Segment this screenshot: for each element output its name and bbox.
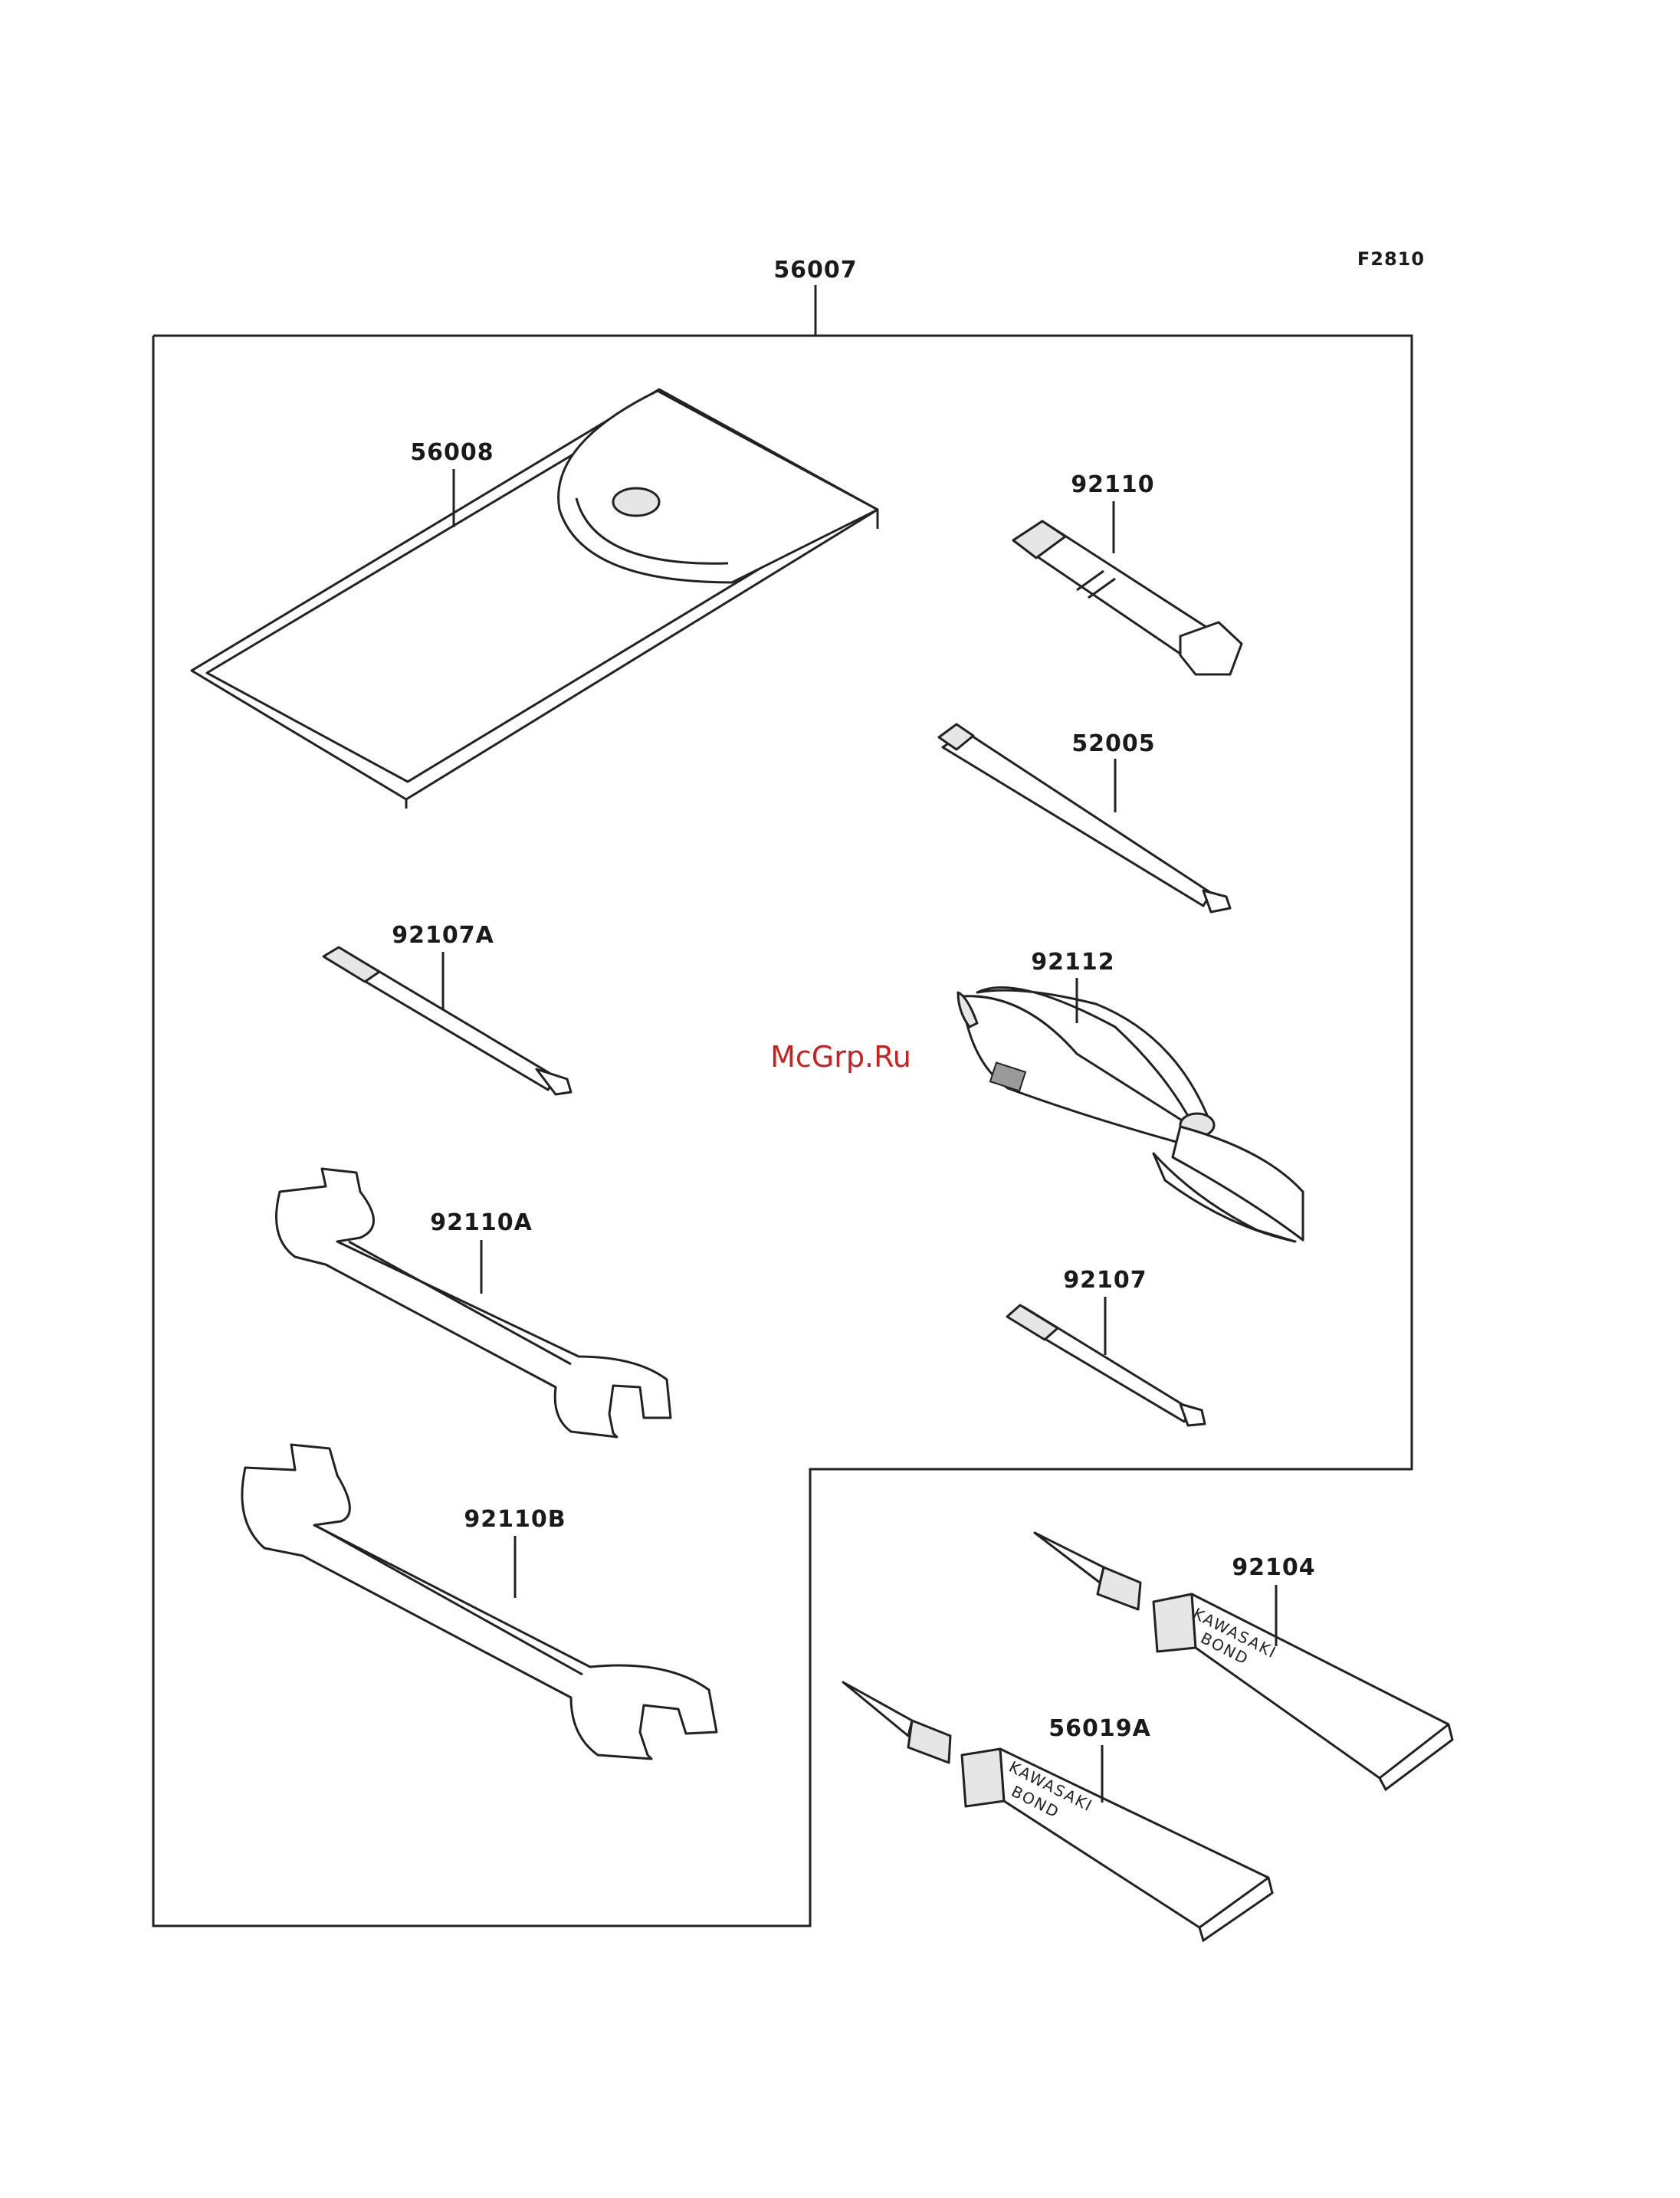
label-bond-tube: 92104 — [1232, 1554, 1315, 1581]
label-screwdriver-bit-a: 92107A — [392, 922, 494, 949]
label-wrench-b: 92110B — [464, 1506, 566, 1533]
wrench-a: 92110A — [277, 1169, 671, 1437]
label-kit: 56007 — [773, 257, 857, 284]
wrench-b: 92110B — [242, 1445, 717, 1759]
watermark: McGrp.Ru — [770, 1040, 911, 1074]
label-screwdriver-bit: 92107 — [1063, 1267, 1147, 1294]
plug-wrench: 92110 — [1013, 471, 1242, 674]
tool-pouch: 56008 — [192, 389, 878, 809]
label-plug-wrench: 92110 — [1071, 471, 1154, 498]
label-extension-tool: 52005 — [1071, 730, 1155, 757]
bond-tube-a: KAWASAKI BOND 56019A — [843, 1682, 1272, 1940]
screwdriver-bit-a: 92107A — [323, 922, 571, 1094]
label-wrench-a: 92110A — [430, 1209, 533, 1236]
screwdriver-bit: 92107 — [1007, 1267, 1205, 1425]
extension-tool: 52005 — [939, 724, 1230, 912]
label-pouch: 56008 — [410, 439, 494, 466]
pliers: 92112 — [958, 949, 1303, 1242]
label-pliers: 92112 — [1031, 949, 1114, 976]
figure-code: F2810 — [1357, 248, 1425, 270]
bond-tube: KAWASAKI BOND 92104 — [1035, 1533, 1452, 1790]
label-bond-tube-a: 56019A — [1048, 1715, 1151, 1742]
